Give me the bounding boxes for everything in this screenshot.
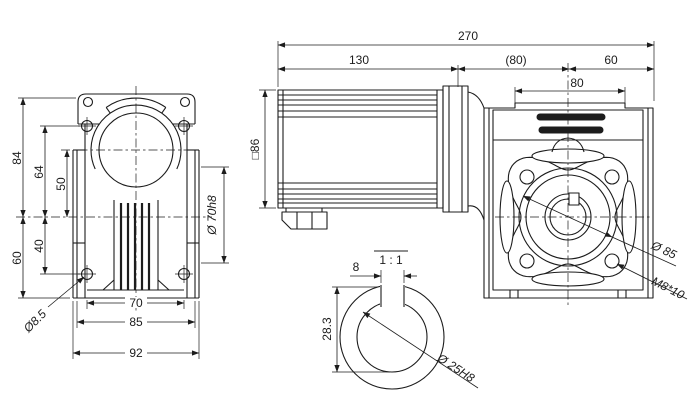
dim-keyway-depth: 28.3 bbox=[320, 317, 334, 341]
dim-50: 50 bbox=[54, 177, 68, 191]
motor-square-dim: □86 bbox=[248, 89, 276, 209]
vent-slot bbox=[538, 126, 604, 134]
detail-view: 1 : 1 8 28.3 Ø 25H8 bbox=[320, 250, 479, 390]
dim-foot-hole: Ø8.5 bbox=[20, 307, 49, 336]
dim-85: 85 bbox=[129, 315, 143, 329]
dim-keyway-width: 8 bbox=[353, 260, 360, 274]
dim-60: 60 bbox=[10, 251, 24, 265]
motor-body bbox=[277, 85, 485, 230]
dim-70: 70 bbox=[129, 296, 143, 310]
flange-bolt-hole bbox=[519, 169, 535, 185]
motor-flange bbox=[442, 85, 485, 221]
dim-84: 84 bbox=[10, 151, 24, 165]
front-centerlines bbox=[16, 86, 212, 312]
front-view: 84 60 64 40 50 70 85 92 Ø 70h8 bbox=[10, 86, 229, 360]
flange-bolt-hole bbox=[604, 169, 620, 185]
front-top-plate bbox=[77, 93, 196, 124]
motor-fins bbox=[278, 94, 437, 204]
flange-bolt-hole bbox=[604, 253, 620, 269]
cooling-fins bbox=[113, 200, 159, 290]
flange-bolt-hole bbox=[519, 253, 535, 269]
dim-92: 92 bbox=[129, 346, 143, 360]
front-dimensions: 84 60 64 40 50 70 85 92 Ø 70h8 bbox=[10, 97, 229, 360]
dim-tapped-hole: M8*10 bbox=[649, 274, 687, 302]
dim-64: 64 bbox=[32, 165, 46, 179]
bore-keyway bbox=[568, 192, 580, 206]
dim-motor-square: □86 bbox=[248, 138, 262, 159]
plate-corner-hole bbox=[82, 96, 94, 108]
assembly-side-view: Ø 85 M8*10 270 130 (80) 60 80 bbox=[248, 29, 688, 307]
terminal-connector bbox=[281, 208, 328, 230]
dim-boss-70h8: Ø 70h8 bbox=[205, 195, 219, 236]
dim-80-ref: (80) bbox=[505, 53, 526, 67]
plate-corner-hole bbox=[179, 96, 191, 108]
dim-40: 40 bbox=[32, 239, 46, 253]
vent-slot bbox=[536, 113, 606, 121]
gearbox-face: Ø 85 M8*10 bbox=[483, 63, 688, 307]
detail-scale-label: 1 : 1 bbox=[379, 253, 403, 267]
dim-60-face: 60 bbox=[604, 53, 618, 67]
gearbox-outline bbox=[483, 102, 654, 299]
dim-80-face: 80 bbox=[570, 76, 584, 90]
dim-130: 130 bbox=[349, 53, 369, 67]
dim-bore-dia: Ø 25H8 bbox=[434, 350, 477, 385]
bore-circle bbox=[356, 301, 428, 373]
dim-270: 270 bbox=[458, 29, 478, 43]
top-dimensions: 270 130 (80) 60 80 bbox=[277, 29, 655, 105]
flange-bolt-holes bbox=[78, 117, 193, 283]
